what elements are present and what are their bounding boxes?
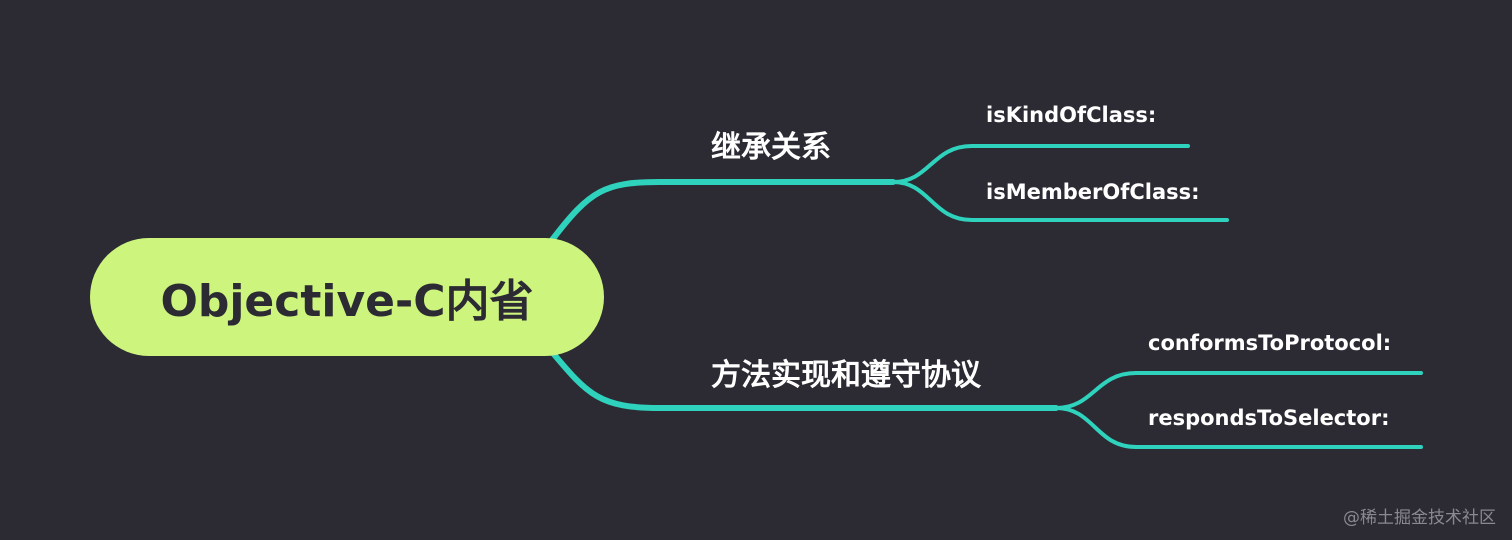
branch-label-method-protocol[interactable]: 方法实现和遵守协议	[711, 358, 981, 393]
leaf-label-is-member-of-class[interactable]: isMemberOfClass:	[986, 180, 1200, 204]
connector-branch-1-leaf-2	[891, 180, 1229, 222]
connector-root-branch-1	[549, 179, 896, 243]
connector-branch-2-leaf-1	[1054, 371, 1423, 410]
branch-label-inheritance[interactable]: 继承关系	[711, 130, 831, 165]
connector-root-branch-2	[549, 349, 1059, 411]
leaf-label-is-kind-of-class[interactable]: isKindOfClass:	[986, 103, 1157, 127]
watermark: @稀土掘金技术社区	[1343, 508, 1496, 528]
connector-branch-2-leaf-2	[1054, 406, 1423, 449]
connector-branch-1-leaf-1	[891, 144, 1190, 184]
leaf-label-responds-to-selector[interactable]: respondsToSelector:	[1148, 406, 1390, 430]
leaf-label-conforms-to-protocol[interactable]: conformsToProtocol:	[1148, 331, 1392, 355]
root-label: Objective-C内省	[160, 276, 534, 327]
root-node[interactable]: Objective-C内省	[90, 238, 604, 356]
